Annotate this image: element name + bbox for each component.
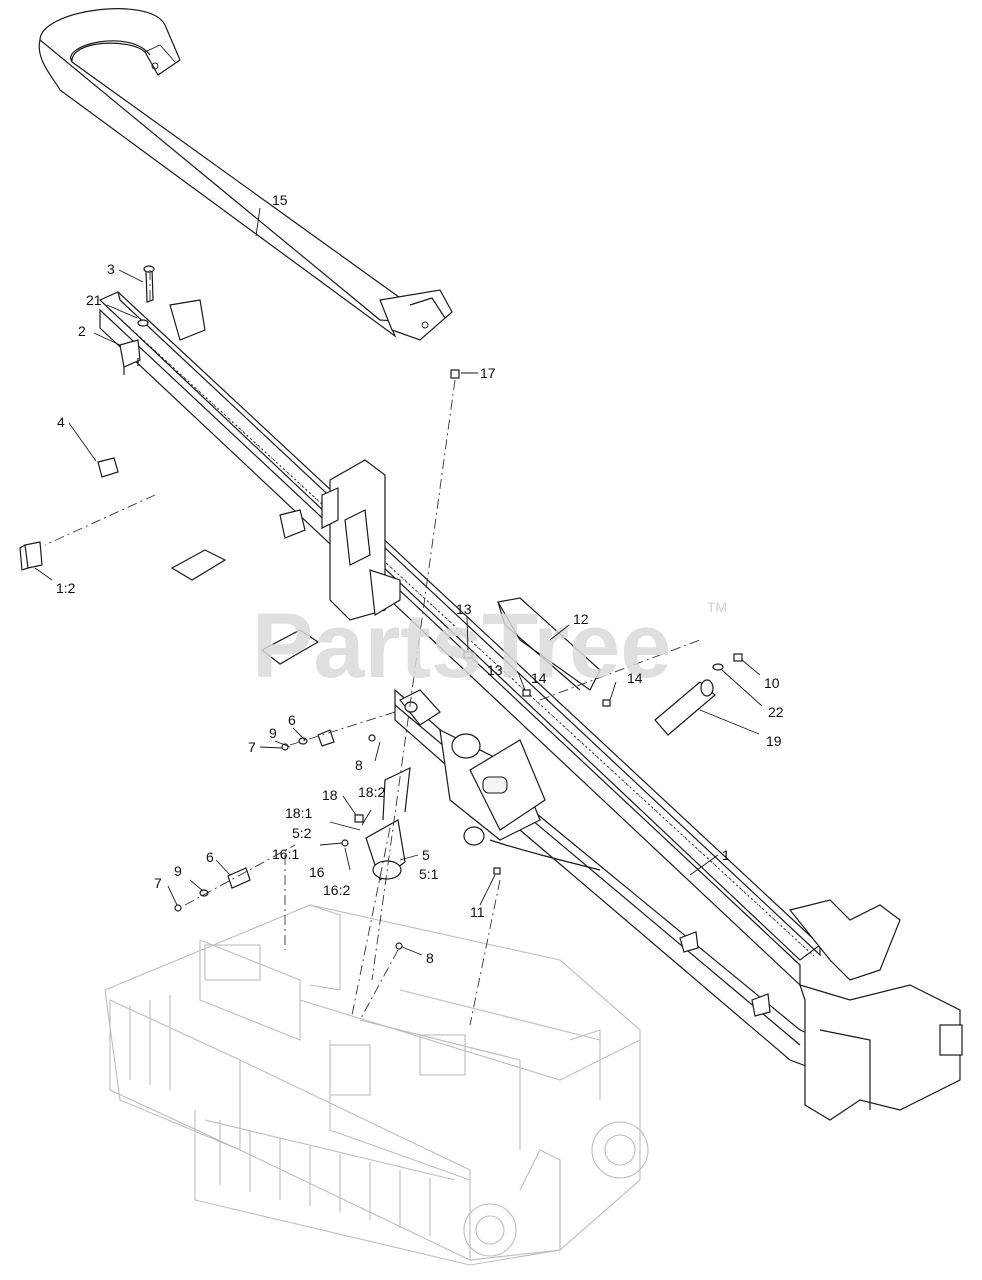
- callout-5-2: 5:2: [292, 825, 312, 841]
- callout-1: 1: [722, 847, 730, 863]
- callout-18-1: 18:1: [285, 805, 312, 821]
- callout-16-1: 16:1: [272, 846, 299, 862]
- callout-17: 17: [480, 365, 496, 381]
- callout-15: 15: [272, 192, 288, 208]
- callout-6-upper: 6: [288, 712, 296, 728]
- callout-22: 22: [768, 704, 784, 720]
- callout-7-lower: 7: [154, 875, 162, 891]
- callout-2: 2: [78, 323, 86, 339]
- watermark-brand: PartsTree: [252, 595, 671, 697]
- rack-bar-part-1: [98, 291, 821, 987]
- leader-lines: [34, 207, 763, 956]
- callout-8-upper: 8: [355, 757, 363, 773]
- callout-9-upper: 9: [269, 725, 277, 741]
- callout-13-upper: 13: [456, 601, 472, 617]
- partstree-watermark: PartsTree TM: [252, 595, 727, 697]
- callout-18: 18: [322, 787, 338, 803]
- callout-5-1: 5:1: [419, 866, 439, 882]
- callout-6-lower: 6: [206, 849, 214, 865]
- callout-labels: 15 3 21 2 17 4 1:2 13 12 13 14 14 10 22 …: [56, 192, 784, 966]
- callout-12: 12: [573, 611, 589, 627]
- assembly-dash-lines: [44, 270, 701, 1026]
- callout-13-lower: 13: [487, 662, 503, 678]
- callout-21: 21: [86, 292, 102, 308]
- callout-1-2: 1:2: [56, 580, 76, 596]
- callout-5: 5: [422, 847, 430, 863]
- callout-14-right: 14: [627, 670, 643, 686]
- callout-3: 3: [107, 261, 115, 277]
- callout-16-2: 16:2: [323, 882, 350, 898]
- cable-carrier-part-15: [38, 8, 453, 341]
- callout-4: 4: [57, 414, 65, 430]
- callout-7-upper: 7: [248, 739, 256, 755]
- watermark-trademark: TM: [707, 599, 727, 615]
- callout-16: 16: [309, 864, 325, 880]
- callout-18-2: 18:2: [358, 784, 385, 800]
- callout-14-left: 14: [531, 670, 547, 686]
- frame-rail: [169, 299, 963, 1121]
- callout-8-lower: 8: [426, 950, 434, 966]
- callout-9-lower: 9: [174, 863, 182, 879]
- base-chassis-outline: [104, 904, 649, 1266]
- callout-11: 11: [470, 904, 485, 920]
- callout-19: 19: [766, 733, 782, 749]
- callout-10: 10: [764, 675, 780, 691]
